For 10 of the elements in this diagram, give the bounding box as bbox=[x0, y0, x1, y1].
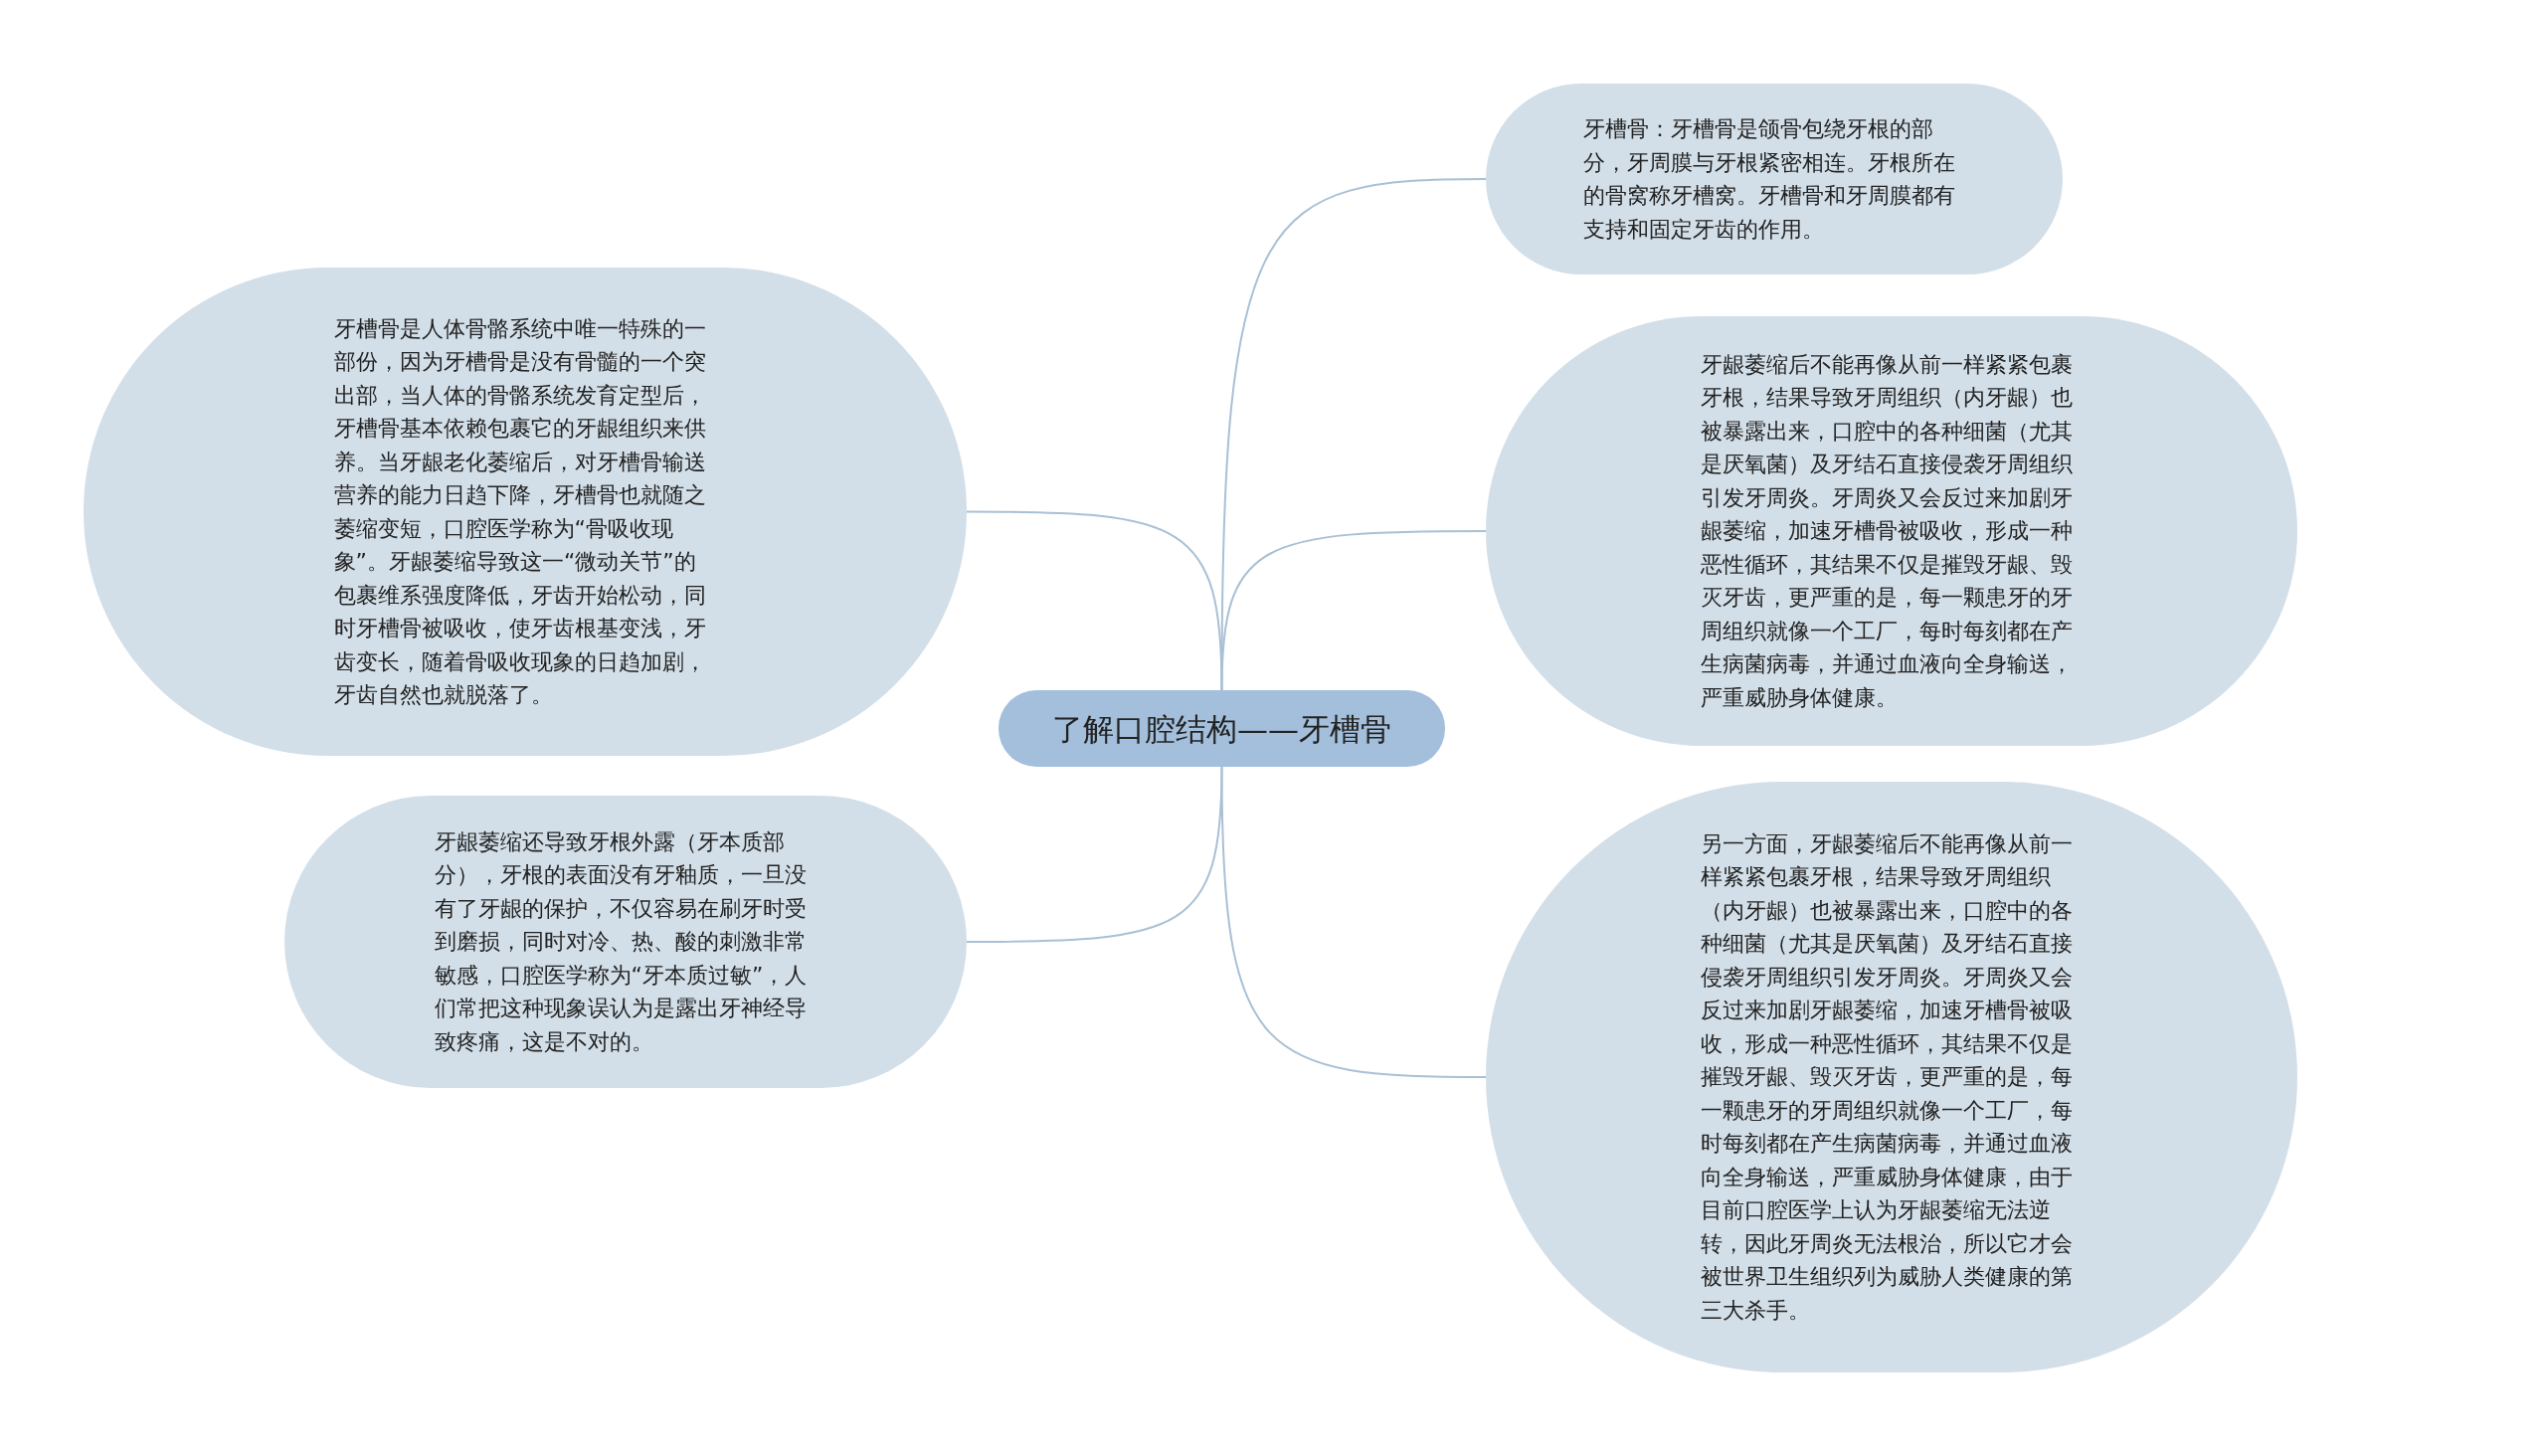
topic-text: 另一方面，牙龈萎缩后不能再像从前一样紧紧包裹牙根，结果导致牙周组织（内牙龈）也被暴露出来，口腔中的各种细菌（尤其是厌氧菌）及牙结石直接侵袭牙周组织引发牙周炎。牙周炎又会反过来加剧牙龈萎缩，加速牙槽骨被吸收，形成一种恶性循环，其结果不仅是摧毁牙龈、毁灭牙齿，更严重的是，每一颗患牙的牙周组织就像一个工厂，每时每刻都在产生病菌病毒，并通过血液向全身输送，严重威胁身体健康，由于目前口腔医学上认为牙龈萎缩无法逆转，因此牙周炎无法根治，所以它才会被世界卫生组织列为威胁人类健康的第三大杀手。 bbox=[1700, 829, 2074, 1325]
topic-text: 牙龈萎缩后不能再像从前一样紧紧包裹牙根，结果导致牙周组织（内牙龈）也被暴露出来，口腔中的各种细菌（尤其是厌氧菌）及牙结石直接侵袭牙周组织引发牙周炎。牙周炎又会反过来加剧牙龈萎缩，加速牙槽骨被吸收，形成一种恶性循环，其结果不仅是摧毁牙龈、毁灭牙齿，更严重的是，每一颗患牙的牙周组织就像一个工厂，每时每刻都在产生病菌病毒，并通过血液向全身输送，严重威胁身体健康。 bbox=[1700, 350, 2074, 712]
topic-text: 牙槽骨是人体骨骼系统中唯一特殊的一部份，因为牙槽骨是没有骨髓的一个突出部，当人体的骨骼系统发育定型后，牙槽骨基本依赖包裹它的牙龈组织来供养。当牙龈老化萎缩后，对牙槽骨输送营养的能力日趋下降，牙槽骨也就随之萎缩变短，口腔医学称为“骨吸收现象”。牙龈萎缩导致这一“微动关节”的包裹维系强度降低，牙齿开始松动，同时牙槽骨被吸收，使牙齿根基变浅，牙齿变长，随着骨吸收现象的日趋加剧，牙齿自然也就脱落了。 bbox=[333, 314, 707, 709]
central-topic-text: 了解口腔结构——牙槽骨 bbox=[1052, 709, 1391, 749]
topic-text: 牙龈萎缩还导致牙根外露（牙本质部分），牙根的表面没有牙釉质，一旦没有了牙龈的保护，不仅容易在刷牙时受到磨损，同时对冷、热、酸的刺激非常敏感，口腔医学称为“牙本质过敏”，人们常把这种现象误认为是露出牙神经导致疼痛，这是不对的。 bbox=[434, 827, 809, 1056]
connector-line bbox=[1220, 766, 1487, 1078]
connector-line bbox=[1220, 530, 1487, 691]
connector-line bbox=[966, 510, 1223, 691]
topic-text: 牙槽骨：牙槽骨是颌骨包绕牙根的部分，牙周膜与牙根紧密相连。牙根所在的骨窝称牙槽窝。牙槽骨和牙周膜都有支持和固定牙齿的作用。 bbox=[1582, 115, 1956, 244]
connector-line bbox=[966, 766, 1223, 943]
